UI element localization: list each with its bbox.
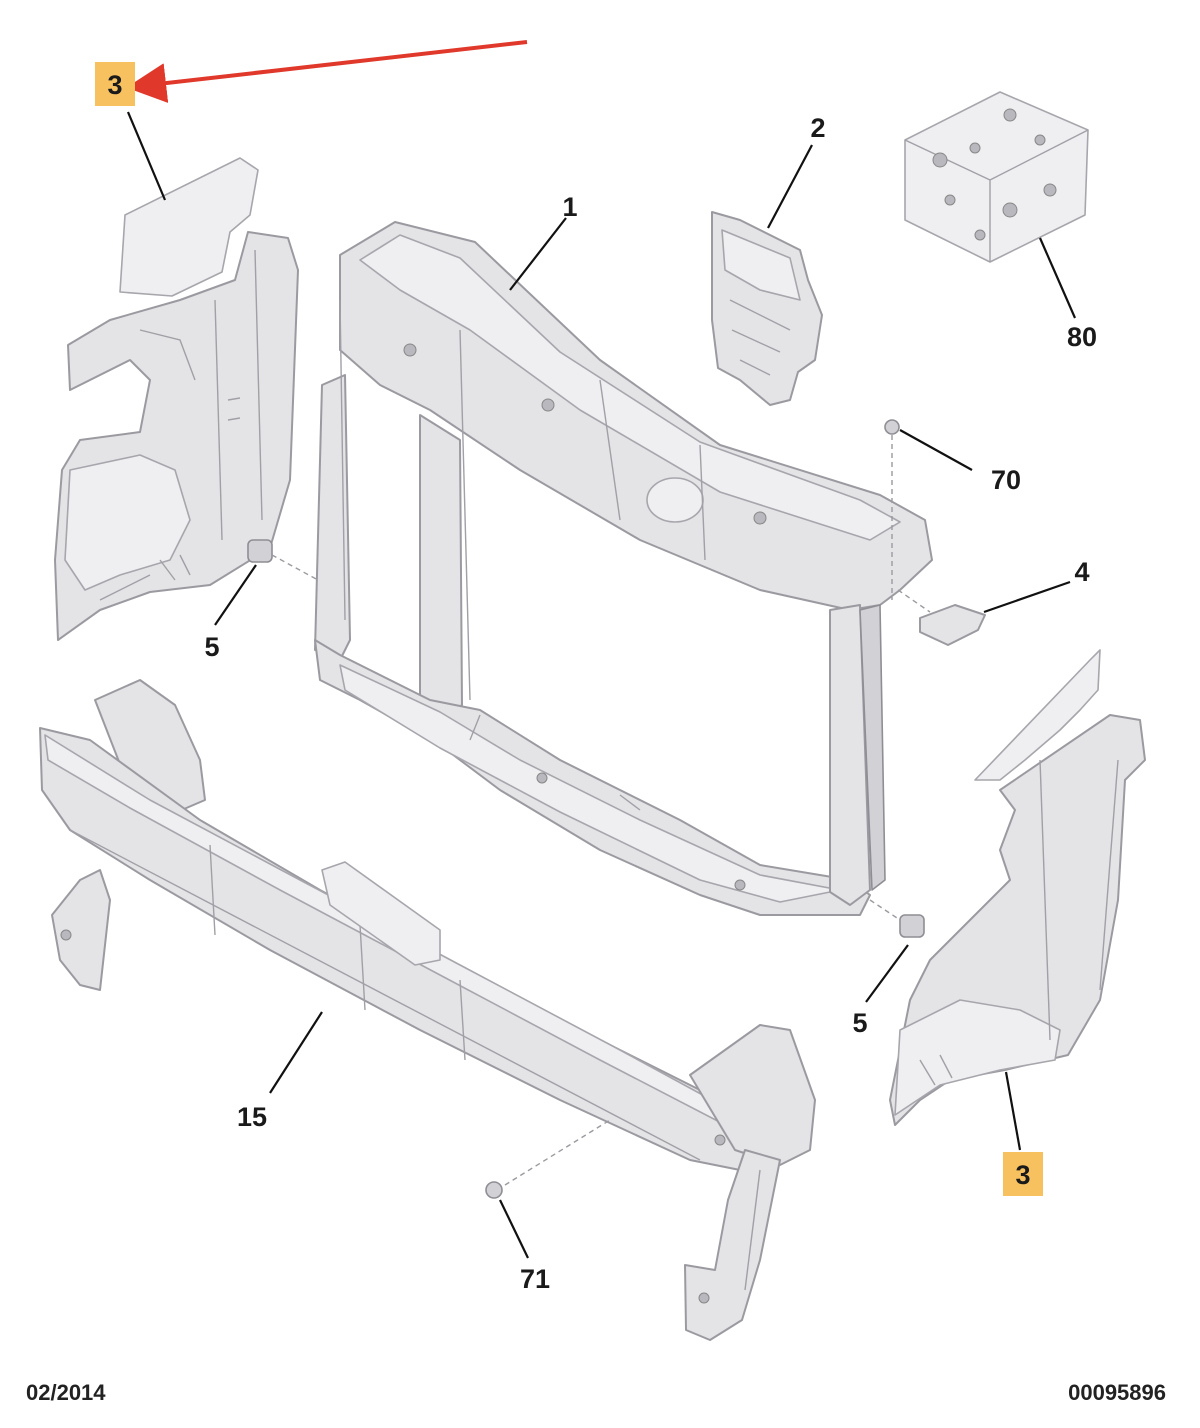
part-5-plug-right [869,899,925,938]
part-80-fastener-kit [904,91,1089,263]
callout-1: 1 [562,192,577,222]
callout-4: 4 [1074,557,1089,587]
part-1-front-panel [314,221,933,916]
svg-text:3: 3 [1015,1160,1030,1190]
leader-lines [126,111,1077,1259]
callout-70: 70 [991,465,1021,495]
callout-71: 71 [520,1264,550,1294]
callout-3-bottom: 3 [1003,1152,1043,1196]
diagram-date: 02/2014 [26,1380,106,1405]
callout-5-left: 5 [204,632,219,662]
callout-15: 15 [237,1102,267,1132]
part-5-plug-left [247,539,319,581]
diagram-reference-number: 00095896 [1068,1380,1166,1405]
callout-3-top: 3 [95,62,135,106]
part-71-bolt [485,1181,503,1199]
part-15-bumper-beam [39,679,816,1341]
part-3-right-air-deflector [889,649,1146,1126]
red-pointer-arrow [126,40,528,103]
callout-80: 80 [1067,322,1097,352]
svg-text:3: 3 [107,70,122,100]
part-4-latch-bracket [897,589,986,646]
callout-2: 2 [810,113,825,143]
part-3-left-air-deflector [54,157,299,641]
part-2-bracket [711,211,823,406]
part-70-clip [884,419,900,600]
callout-5-right: 5 [852,1008,867,1038]
